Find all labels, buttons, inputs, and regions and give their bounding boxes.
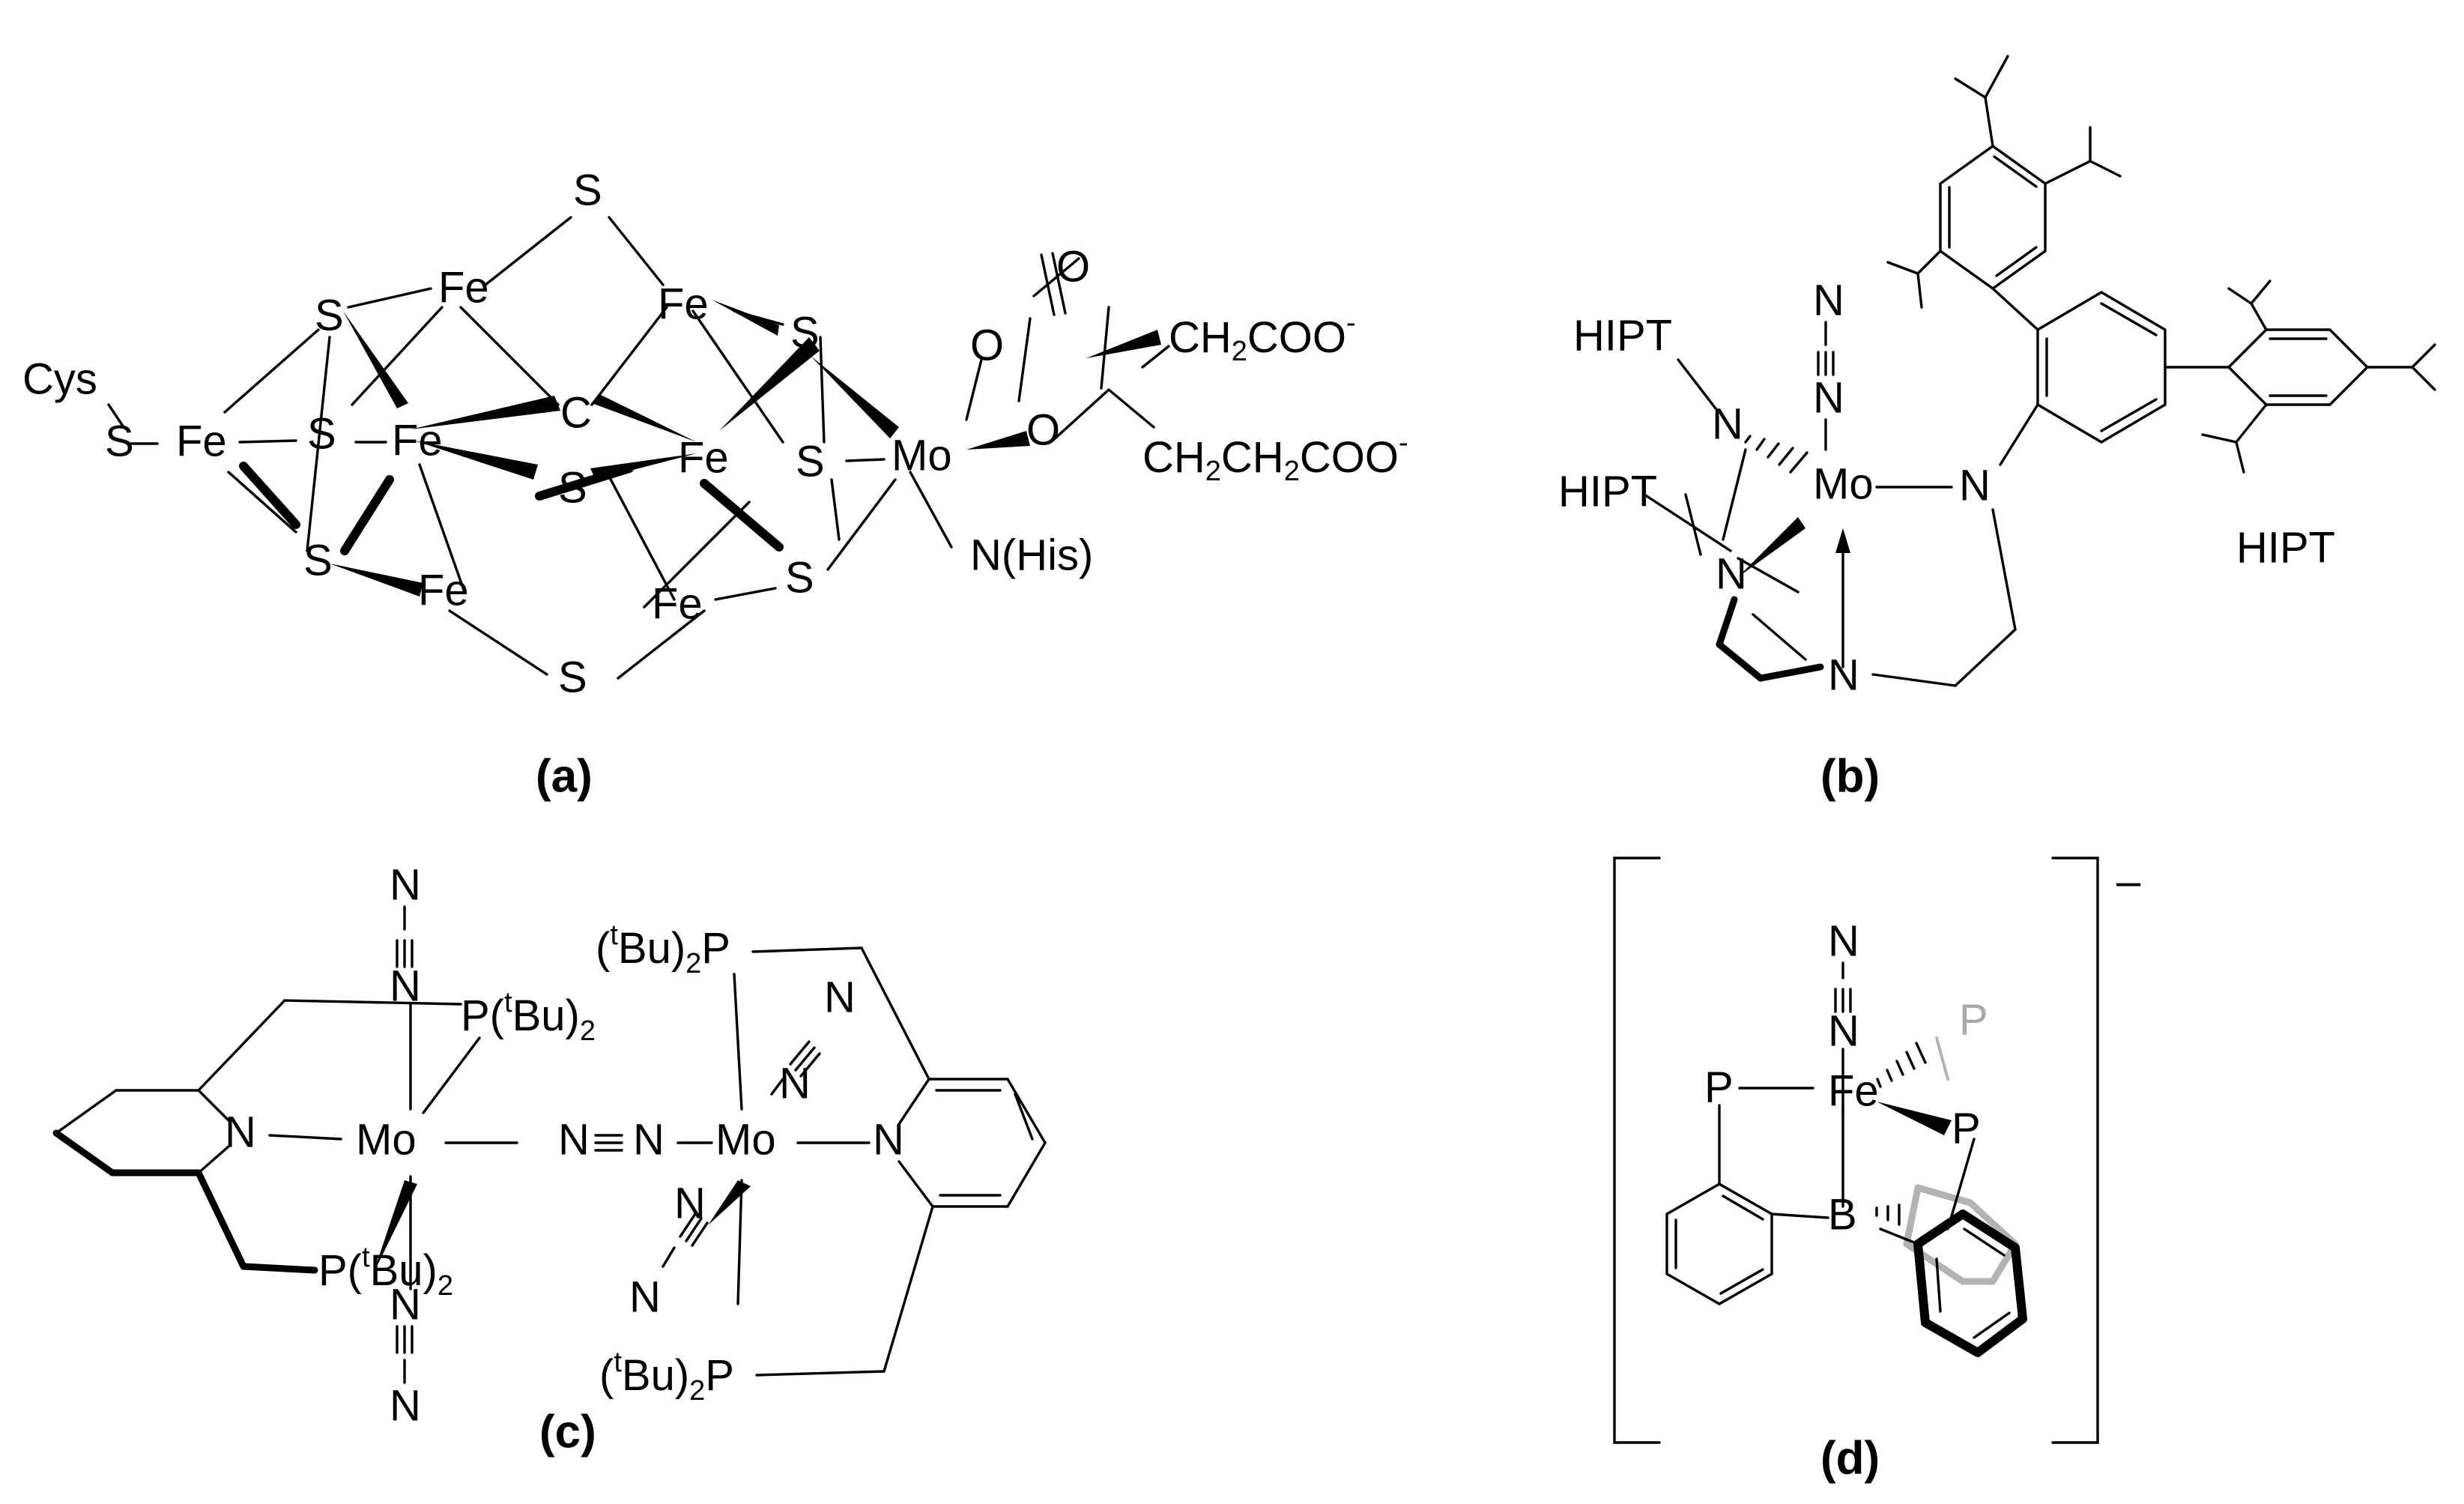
a-s-mid-left: S [307,409,336,458]
panel-b-hipt-aryl [1886,55,2436,474]
c-p-top-right: (tBu)2P [596,919,730,979]
a-s-bottom: S [558,653,587,701]
panel-d-grey-ring: P [1903,995,2019,1285]
c-bridge-n2: N [633,1115,665,1164]
panel-c-wedges [52,1129,751,1274]
b-n-right: N [1959,461,1991,510]
a-s-upper-right: S [790,308,820,357]
b-hipt-label: HIPT [2236,523,2335,572]
panel-a-femoco: S Fe Fe S S Cys S Fe S Fe C Fe S Mo S S … [22,166,1408,802]
a-cys: Cys [22,354,97,403]
d-n2-a: N [1828,916,1859,965]
c-n-pyr-left: N [225,1108,256,1156]
c-n2-ur-a: N [779,1059,811,1108]
panel-a-caption: (a) [536,750,593,802]
a-ch2ch2coo: CH2CH2COO- [1142,427,1408,487]
panel-c-caption: (c) [539,1406,596,1458]
a-o-upper: O [970,321,1004,369]
a-o-carbonyl: O [1056,242,1090,291]
a-s-lower-left: S [303,536,333,585]
panel-a-atoms: S Fe Fe S S Cys S Fe S Fe C Fe S Mo S S … [22,166,1408,701]
b-n-bottom: N [1828,650,1859,699]
b-hipt-top: HIPT [1573,311,1672,360]
panel-d-brackets: – [1613,857,2141,1444]
c-n2-top-a: N [390,860,421,909]
panel-b-bonds [1643,321,2039,687]
a-mo: Mo [892,431,952,480]
a-s-lower-right: S [785,553,814,602]
a-o-lower: O [1026,405,1060,454]
c-n2-bot-b: N [390,1381,421,1430]
a-s-cys: S [105,417,134,465]
c-p-bot-left: P(tBu)2 [318,1242,453,1302]
panel-b-wedges [1716,435,1824,682]
panel-b-caption: (b) [1820,750,1880,802]
a-fe-mid-left: Fe [392,416,443,465]
d-fe: Fe [1828,1066,1879,1115]
c-mo-right: Mo [715,1115,776,1164]
panel-d-atoms: N N Fe P P B [1704,916,1981,1239]
a-fe-mid-right: Fe [678,433,729,482]
a-fe-bottom-right: Fe [652,579,703,628]
panel-c-atoms: N N P(tBu)2 N Mo N N Mo N P(tBu)2 N N (t… [225,860,904,1430]
c-mo-left: Mo [356,1115,417,1164]
panel-d-iron-borate: – P [1613,857,2141,1484]
c-n2-top-b: N [390,961,421,1010]
panel-a-bonds [107,216,1170,680]
d-p-back: P [1959,995,1988,1044]
a-fe-top-right: Fe [658,280,709,328]
panel-d-bonds [1665,961,1949,1305]
a-s-top: S [573,166,602,214]
panel-a-wedges [239,300,1161,597]
b-n2-n1: N [1813,276,1844,324]
panel-b-schrock: N N HIPT N Mo N HIPT N N HIPT (b) [1558,55,2436,802]
a-s-mid-right: S [796,437,825,486]
panel-c-bonds [55,905,1047,1384]
panel-d-wedges [1875,1042,2027,1357]
a-ch2coo: CH2COO- [1169,307,1356,367]
c-p-bot-right: (tBu)2P [599,1347,734,1407]
c-n-pyr-right: N [873,1115,904,1164]
c-bridge-n1: N [558,1115,590,1164]
a-c-center: C [560,388,592,437]
panel-d-caption: (d) [1820,1432,1880,1484]
b-n2-n2: N [1813,373,1844,422]
c-n2-lr-b: N [629,1272,661,1321]
b-hipt-mid: HIPT [1558,467,1657,516]
d-b: B [1828,1190,1857,1239]
b-n-lower: N [1716,549,1747,598]
d-n2-b: N [1828,1006,1859,1055]
a-fe-left: Fe [176,417,227,465]
d-p-right: P [1952,1104,1981,1153]
b-n-upper: N [1712,399,1743,448]
a-fe-bottom-left: Fe [418,566,469,614]
panel-b-atoms: N N HIPT N Mo N HIPT N N HIPT [1558,276,2335,699]
a-fe-top-left: Fe [438,263,489,312]
b-mo: Mo [1813,459,1874,508]
a-s-upper-left: S [315,291,344,339]
a-s-center: S [558,463,587,512]
panel-b-hash [1744,435,1808,474]
c-n2-bot-a: N [390,1280,421,1329]
d-p-left: P [1704,1063,1734,1111]
a-nhis: N(His) [970,531,1093,579]
c-n2-lr-a: N [674,1179,706,1227]
c-n2-ur-b: N [824,973,856,1021]
c-p-top-left: P(tBu)2 [461,987,596,1047]
d-charge: – [2116,857,2141,905]
panel-c-dimolybdenum: N N P(tBu)2 N Mo N N Mo N P(tBu)2 N N (t… [52,860,1047,1458]
